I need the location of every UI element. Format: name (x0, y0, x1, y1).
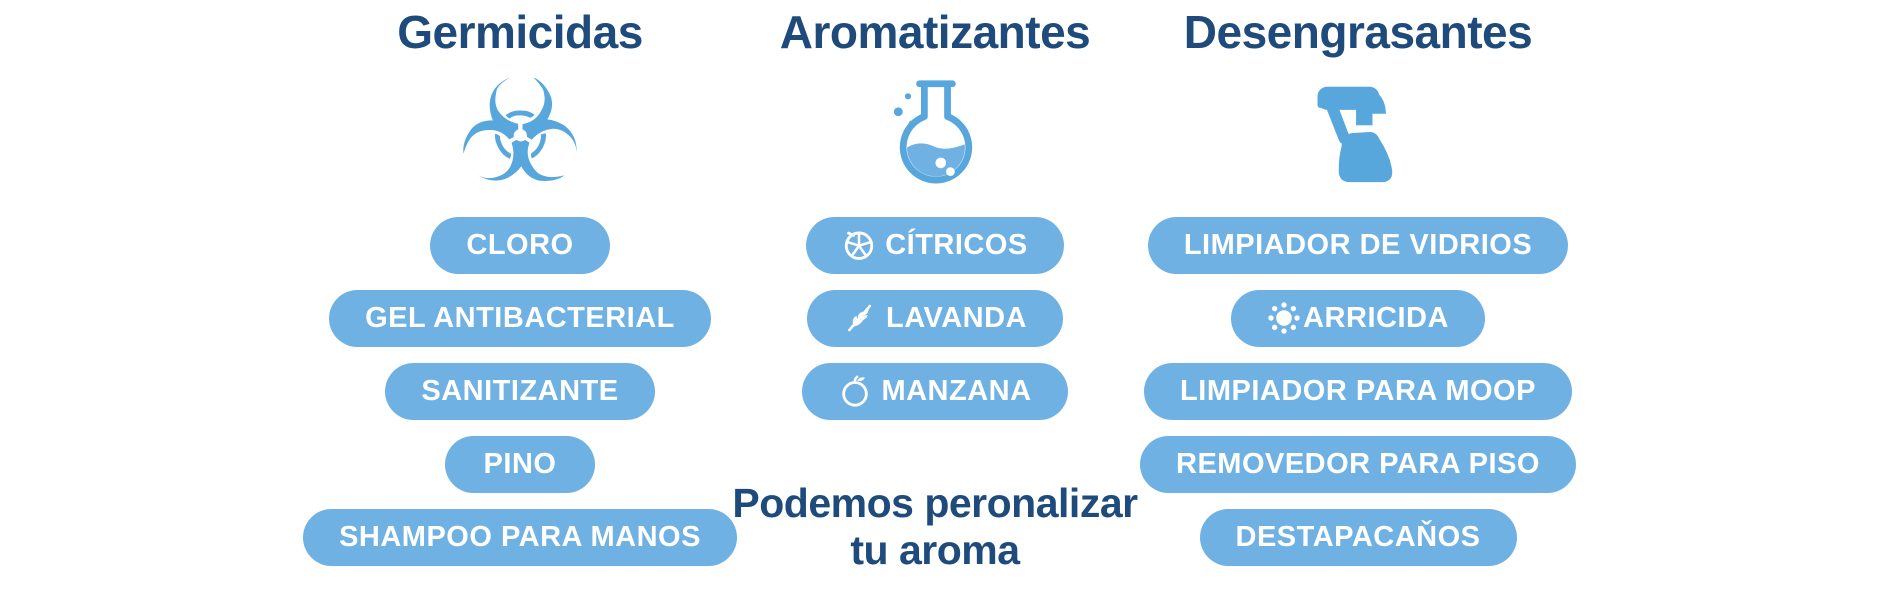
pill-shampoo-para-manos: SHAMPOO PARA MANOS (303, 508, 737, 566)
pill-limpiador-de-vidrios: LIMPIADOR DE VIDRIOS (1147, 216, 1569, 274)
pill-sanitizante: SANITIZANTE (385, 362, 655, 420)
pill-label: SANITIZANTE (421, 374, 619, 407)
pill-label: LIMPIADOR PARA MOOP (1180, 374, 1536, 407)
pill-label: LIMPIADOR DE VIDRIOS (1183, 228, 1533, 261)
pill-removedor-para-piso: REMOVEDOR PARA PISO (1140, 435, 1576, 493)
germicidas-icon-box: ☣ (456, 59, 583, 207)
pill-label: MANZANA (881, 374, 1032, 407)
custom-aroma-note: Podemos peronalizar tu aroma (732, 479, 1138, 573)
pill-label: CÍTRICOS (885, 228, 1028, 261)
pill-label: LAVANDA (886, 301, 1027, 334)
aromatizantes-pill-list: CÍTRICOS LAVANDA MANZANA (802, 216, 1068, 420)
pill-lavanda: LAVANDA (807, 289, 1063, 347)
germicidas-pill-list: CLORO GEL ANTIBACTERIAL SANITIZANTE PINO… (303, 216, 737, 566)
spray-bottle-icon (1317, 86, 1393, 183)
flask-icon (893, 80, 973, 184)
pill-label: DESTAPACAŇOS (1235, 520, 1481, 553)
custom-aroma-note-line1: Podemos peronalizar (732, 479, 1138, 526)
biohazard-icon: ☣ (456, 49, 584, 215)
apple-icon (842, 375, 869, 407)
custom-aroma-note-line2: tu aroma (850, 526, 1020, 573)
pill-manzana: MANZANA (802, 362, 1068, 420)
pill-label: GEL ANTIBACTERIAL (365, 301, 675, 334)
column-germicidas: Germicidas ☣ CLORO GEL ANTIBACTERIAL SAN… (303, 0, 737, 600)
desengrasantes-icon-box (1308, 59, 1408, 207)
column-title-desengrasantes: Desengrasantes (1183, 6, 1533, 58)
lavender-icon (848, 305, 872, 332)
pill-destapacanos: DESTAPACAŇOS (1199, 508, 1517, 566)
column-title-aromatizantes: Aromatizantes (779, 6, 1091, 58)
pill-label: REMOVEDOR PARA PISO (1176, 447, 1540, 480)
desengrasantes-pill-list: LIMPIADOR DE VIDRIOS ARRICIDA LIMPIADOR … (1140, 216, 1576, 566)
column-aromatizantes: Aromatizantes CÍTRICOS (728, 0, 1142, 600)
pill-cloro: CLORO (430, 216, 610, 274)
pill-label: PINO (483, 447, 557, 480)
pill-arricida: ARRICIDA (1231, 289, 1485, 347)
sun-icon (1268, 302, 1300, 335)
pill-label: ARRICIDA (1303, 301, 1449, 334)
pill-citricos: CÍTRICOS (806, 216, 1064, 274)
column-title-germicidas: Germicidas (397, 6, 643, 58)
column-desengrasantes: Desengrasantes LIMPIADOR DE VIDRIOS (1140, 0, 1576, 600)
aromatizantes-icon-box (879, 59, 991, 207)
pill-gel-antibacterial: GEL ANTIBACTERIAL (329, 289, 711, 347)
pill-limpiador-para-moop: LIMPIADOR PARA MOOP (1144, 362, 1572, 420)
citrus-icon (845, 231, 874, 261)
pill-pino: PINO (445, 435, 595, 493)
pill-label: CLORO (466, 228, 574, 261)
pill-label: SHAMPOO PARA MANOS (339, 520, 701, 553)
